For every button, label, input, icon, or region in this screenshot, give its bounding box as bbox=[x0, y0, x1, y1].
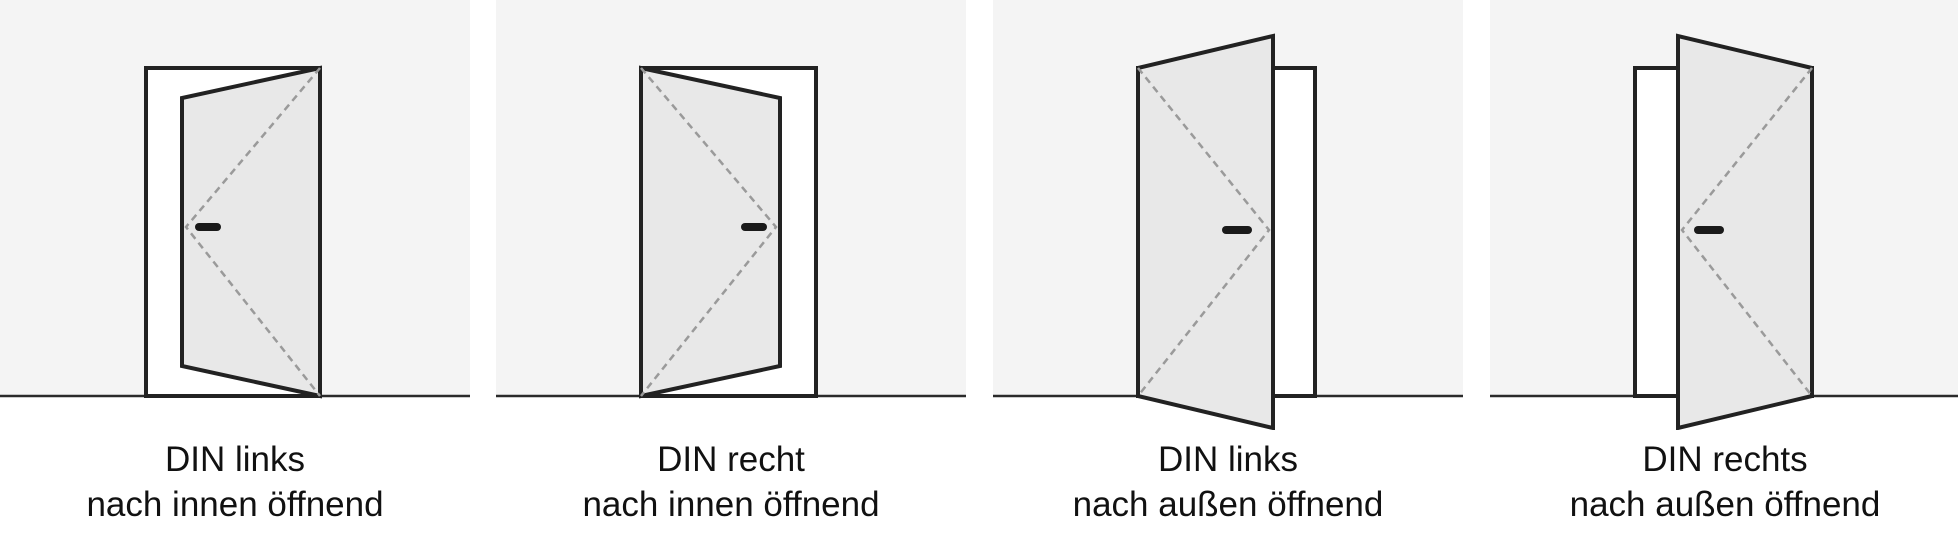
door-illustration bbox=[993, 0, 1463, 430]
caption-line-direction: nach außen öffnend bbox=[1569, 485, 1881, 524]
door-caption: DIN links nach außen öffnend bbox=[993, 437, 1463, 527]
door-leaf bbox=[1676, 33, 1814, 430]
swing-direction-marker bbox=[184, 67, 321, 397]
door-diagram-din-recht-innen: DIN recht nach innen öffnend bbox=[496, 0, 966, 551]
caption-line-direction: nach innen öffnend bbox=[582, 485, 880, 524]
door-caption: DIN rechts nach außen öffnend bbox=[1490, 437, 1958, 527]
door-illustration bbox=[0, 0, 470, 399]
caption-line-din-side: DIN recht bbox=[657, 440, 805, 479]
door-caption: DIN links nach innen öffnend bbox=[0, 437, 470, 527]
swing-direction-marker bbox=[1137, 67, 1271, 397]
door-diagram-din-links-innen: DIN links nach innen öffnend bbox=[0, 0, 470, 551]
caption-line-din-side: DIN links bbox=[164, 440, 306, 479]
caption-line-direction: nach innen öffnend bbox=[86, 485, 384, 524]
door-diagram-din-rechts-aussen: DIN rechts nach außen öffnend bbox=[1490, 0, 1958, 551]
door-illustration bbox=[1490, 0, 1958, 430]
door-illustration bbox=[496, 0, 966, 399]
door-leaf bbox=[1136, 33, 1275, 430]
door-leaf bbox=[639, 65, 782, 399]
door-caption: DIN recht nach innen öffnend bbox=[496, 437, 966, 527]
door-leaf bbox=[180, 65, 322, 399]
swing-direction-marker bbox=[640, 67, 778, 397]
door-diagram-din-links-aussen: DIN links nach außen öffnend bbox=[993, 0, 1463, 551]
caption-line-din-side: DIN links bbox=[1157, 440, 1299, 479]
swing-direction-marker bbox=[1680, 67, 1813, 397]
caption-line-din-side: DIN rechts bbox=[1642, 440, 1808, 479]
caption-line-direction: nach außen öffnend bbox=[1072, 485, 1384, 524]
